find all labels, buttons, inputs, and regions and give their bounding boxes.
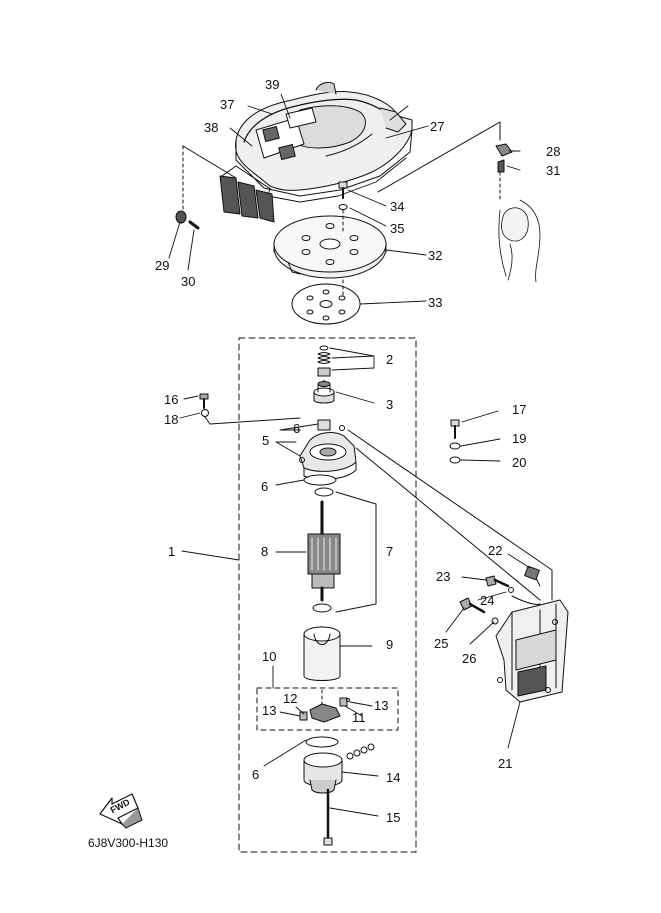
callout-22: 22 <box>488 543 503 558</box>
callout-18: 17 <box>512 402 527 417</box>
callout-13-right: 13 <box>374 698 389 713</box>
callout-15: 15 <box>386 810 401 825</box>
end-cover <box>303 736 375 794</box>
fwd-arrow <box>99 793 143 829</box>
callout-17: 18 <box>164 412 179 427</box>
callout-38: 39 <box>265 77 280 92</box>
through-bolt <box>323 788 333 846</box>
callout-2: 2 <box>386 352 394 367</box>
callout-23: 23 <box>436 569 451 584</box>
brush-holder <box>299 689 350 723</box>
flywheel <box>273 215 387 279</box>
callout-13-left: 13 <box>262 703 277 718</box>
armature <box>307 500 341 602</box>
callout-28: 28 <box>546 144 561 159</box>
pinion-spring <box>317 345 331 385</box>
callout-12: 12 <box>283 691 298 706</box>
callout-9: 9 <box>386 637 394 652</box>
callout-6-lower: 6 <box>252 767 260 782</box>
callout-21: 21 <box>498 756 513 771</box>
callout-20: 20 <box>512 455 527 470</box>
upper-bracket <box>299 419 357 480</box>
bolt-25 <box>459 597 499 625</box>
callout-36: 37 <box>220 97 235 112</box>
callout-16: 16 <box>164 392 179 407</box>
thrust-washer-top <box>314 487 334 497</box>
bracket-7-lines <box>335 491 377 613</box>
callout-26: 26 <box>462 651 477 666</box>
callout-3: 3 <box>386 397 394 412</box>
rope-guide-parts <box>377 121 541 283</box>
callout-33: 33 <box>428 295 443 310</box>
callout-10: 10 <box>262 649 277 664</box>
callout-14: 14 <box>386 770 401 785</box>
callout-37: 38 <box>204 120 219 135</box>
bolt-16 <box>199 393 301 425</box>
callout-7: 7 <box>386 544 394 559</box>
leader-lines <box>168 93 531 817</box>
callout-35: 35 <box>390 221 405 236</box>
callout-32: 32 <box>428 248 443 263</box>
callout-11: 11 <box>352 710 366 725</box>
callout-25: 25 <box>434 636 449 651</box>
bolt-18 <box>449 419 461 464</box>
callout-34: 34 <box>390 199 405 214</box>
flywheel-cover <box>219 81 413 223</box>
grommet-29 <box>175 145 237 230</box>
diagram-code: 6J8V300-H130 <box>88 836 169 850</box>
thrust-washer-bottom <box>312 603 332 613</box>
yoke <box>303 626 341 681</box>
callout-19: 19 <box>512 431 527 446</box>
callout-6-upper: 6 <box>261 479 269 494</box>
bolt-23 <box>485 575 514 593</box>
starter-motor-frame <box>238 337 417 853</box>
callout-29: 29 <box>155 258 170 273</box>
flywheel-plate <box>291 283 361 325</box>
callout-5: 6 <box>293 421 301 436</box>
callout-27: 27 <box>430 119 445 134</box>
callout-1: 1 <box>168 544 176 559</box>
callout-24: 24 <box>480 593 495 608</box>
bolt-34 <box>338 181 348 297</box>
brush-set-frame <box>256 687 399 731</box>
washer-6 <box>303 474 337 486</box>
starter-bracket <box>347 429 569 703</box>
callout-30: 30 <box>181 274 196 289</box>
callout-4: 5 <box>262 433 270 448</box>
pinion <box>313 381 335 404</box>
callout-31: 31 <box>546 163 561 178</box>
callout-8: 8 <box>261 544 269 559</box>
